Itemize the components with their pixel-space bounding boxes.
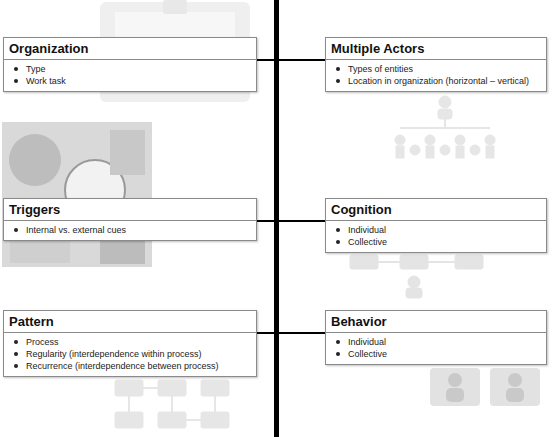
bullet-list: Types of entitiesLocation in organizatio… [326,60,546,91]
category-box: BehaviorIndividualCollective [325,310,547,365]
category-box: OrganizationTypeWork task [3,37,257,92]
box-heading: Pattern [4,311,256,333]
people-icon [430,368,540,406]
axis-link-line [277,220,326,222]
category-box: TriggersInternal vs. external cues [3,198,257,241]
bullet-item: Internal vs. external cues [12,224,250,236]
bullet-list: Internal vs. external cues [4,221,256,240]
office-photo [2,122,152,267]
box-heading: Triggers [4,199,256,221]
axis-link-line [277,332,326,334]
bullet-list: IndividualCollective [326,221,546,252]
bullet-item: Individual [334,224,540,236]
bullet-item: Recurrence (interdependence between proc… [12,360,250,372]
bullet-item: Location in organization (horizontal – v… [334,75,540,87]
bullet-item: Work task [12,75,250,87]
bullet-item: Process [12,336,250,348]
axis-link-line [257,59,277,61]
box-heading: Behavior [326,311,546,333]
flowchart-icon [115,380,229,428]
axis-link-line [257,220,277,222]
bullet-list: ProcessRegularity (interdependence withi… [4,333,256,376]
axis-link-line [257,332,277,334]
category-box: Multiple ActorsTypes of entitiesLocation… [325,37,547,92]
bullet-item: Type [12,63,250,75]
bullet-item: Collective [334,348,540,360]
box-heading: Organization [4,38,256,60]
bullet-item: Types of entities [334,63,540,75]
bullet-item: Regularity (interdependence within proce… [12,348,250,360]
category-box: PatternProcessRegularity (interdependenc… [3,310,257,377]
axis-link-line [277,59,326,61]
box-heading: Multiple Actors [326,38,546,60]
bullet-list: IndividualCollective [326,333,546,364]
bullet-list: TypeWork task [4,60,256,91]
category-box: CognitionIndividualCollective [325,198,547,253]
bullet-item: Collective [334,236,540,248]
bullet-item: Individual [334,336,540,348]
hierarchy-icon [395,96,495,158]
central-axis [274,0,279,437]
box-heading: Cognition [326,199,546,221]
flow-icon [350,255,483,298]
